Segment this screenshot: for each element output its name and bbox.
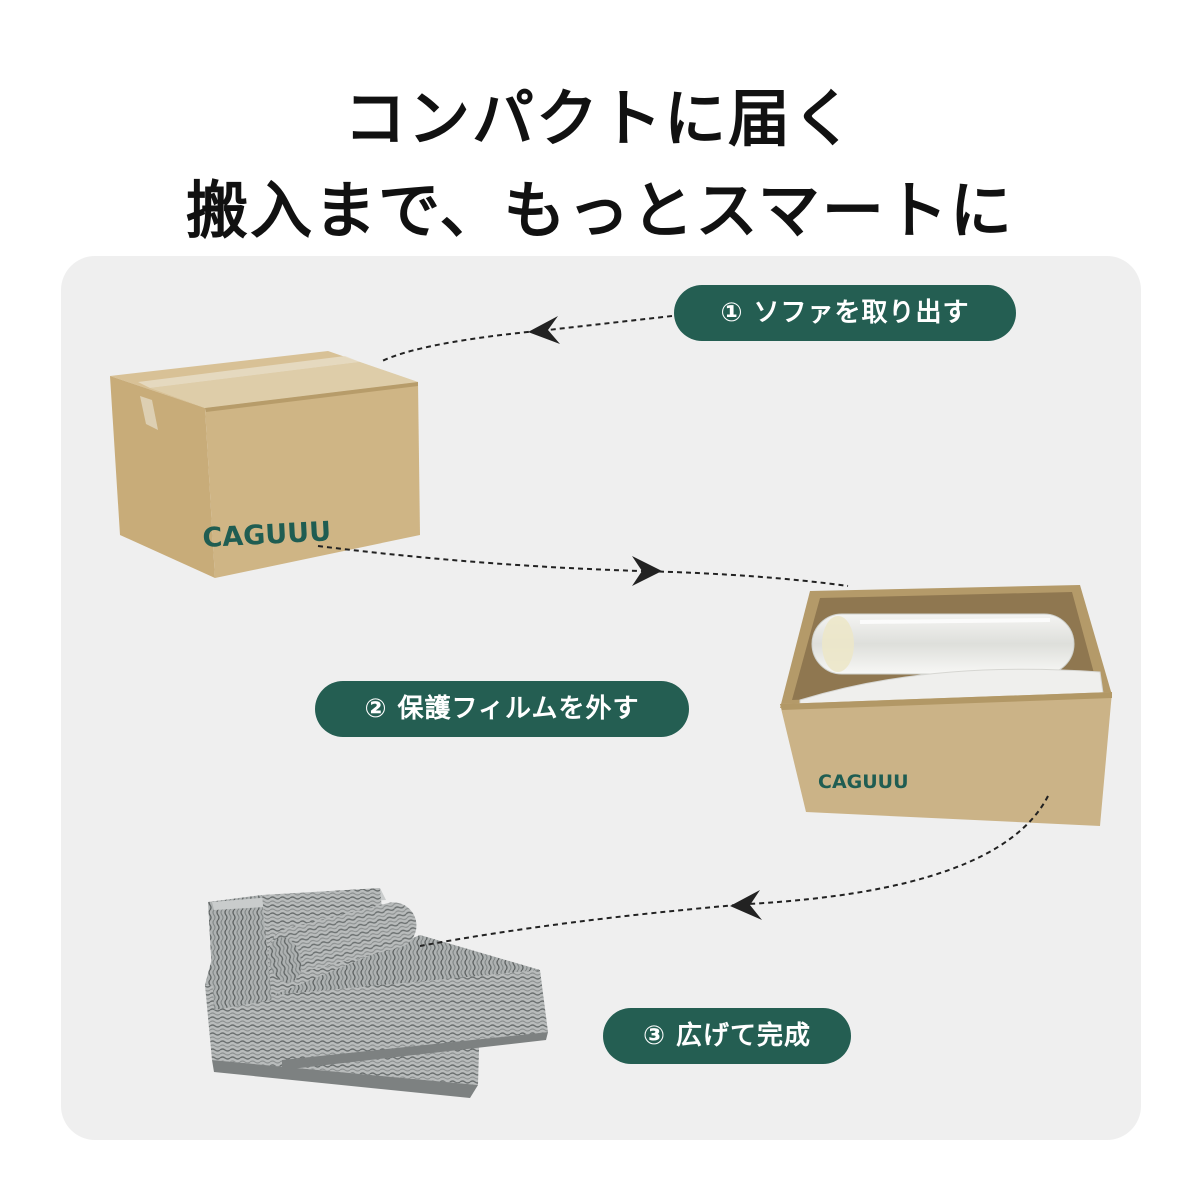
arrow-path-step-3 — [419, 795, 1049, 947]
film-wrapped-roll — [811, 613, 1075, 675]
closed-box-logo: CAGUUU — [202, 516, 332, 554]
step-1-label: ① ソファを取り出す — [674, 285, 1016, 341]
step-2-label: ② 保護フィルムを外す — [315, 681, 689, 737]
arrowhead-right-icon — [632, 556, 662, 586]
arrow-path-step-1 — [379, 315, 673, 363]
headline: コンパクトに届く 搬入まで、もっとスマートに — [0, 73, 1200, 257]
closed-box-image: CAGUUU — [110, 351, 420, 578]
open-box-logo: CAGUUU — [818, 771, 909, 793]
sofa-image — [205, 888, 548, 1098]
arrowhead-left-icon — [528, 316, 560, 344]
headline-line-2: 搬入まで、もっとスマートに — [186, 174, 1014, 248]
open-box-image: CAGUUU — [780, 585, 1112, 826]
arrowhead-left-icon — [730, 890, 762, 920]
headline-line-1: コンパクトに届く — [343, 82, 856, 156]
arrow-path-step-2 — [317, 545, 849, 587]
step-3-label: ③ 広げて完成 — [603, 1008, 851, 1064]
